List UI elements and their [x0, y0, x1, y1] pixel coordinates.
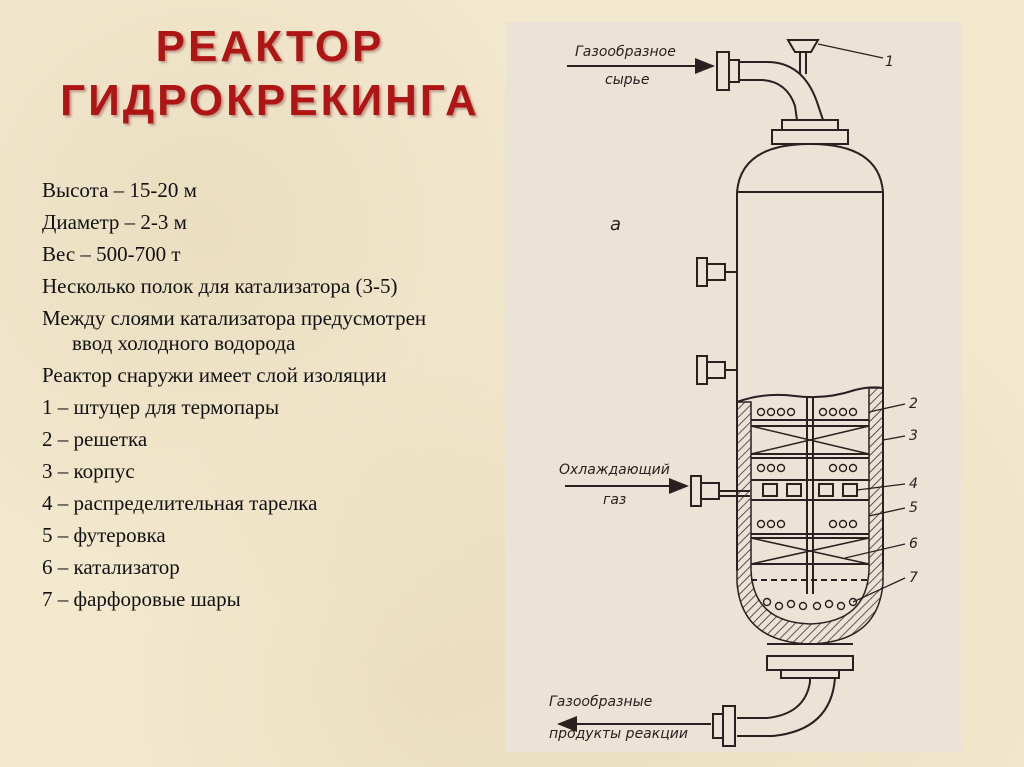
thermocouple-fitting — [786, 39, 820, 53]
legend-item-5: 5 – футеровка — [42, 523, 166, 547]
top-dome — [736, 142, 884, 193]
outlet-pipe — [737, 678, 811, 719]
callout-5: 5 — [909, 500, 918, 516]
cooling-label-2: газ — [603, 492, 626, 508]
section-letter: а — [610, 214, 621, 235]
slide-title: РЕАКТОР ГИДРОКРЕКИНГА — [60, 20, 480, 128]
facts-list: Высота – 15-20 м Диаметр – 2-3 м Вес – 5… — [42, 178, 462, 619]
fact-weight: Вес – 500-700 т — [42, 242, 181, 266]
callout-2: 2 — [909, 396, 918, 412]
lining-hatch — [736, 387, 884, 645]
fact-shelves: Несколько полок для катализатора (3-5) — [42, 274, 398, 298]
inlet-pipe — [739, 61, 824, 121]
inlet-flange — [716, 51, 730, 91]
inlet-label-1: Газообразное — [575, 44, 676, 60]
outlet-label-1: Газообразные — [549, 694, 652, 710]
outlet-flange — [722, 705, 736, 747]
fact-hydrogen-input: Между слоями катализатора предусмотрен в… — [42, 306, 427, 355]
legend-item-2: 2 – решетка — [42, 427, 148, 451]
legend-item-7: 7 – фарфоровые шары — [42, 587, 241, 611]
callout-1: 1 — [885, 54, 894, 70]
fact-diameter: Диаметр – 2-3 м — [42, 210, 187, 234]
legend-item-3: 3 – корпус — [42, 459, 135, 483]
cooling-gas-nozzle — [690, 475, 702, 507]
reactor-diagram: Газообразное сырье Охлаждающий газ Газоо… — [505, 22, 962, 752]
fact-height: Высота – 15-20 м — [42, 178, 197, 202]
callout-4: 4 — [909, 476, 918, 492]
legend-item-4: 4 – распределительная тарелка — [42, 491, 318, 515]
outlet-label-2: продукты реакции — [549, 726, 688, 742]
callout-6: 6 — [909, 536, 918, 552]
fact-insulation: Реактор снаружи имеет слой изоляции — [42, 363, 387, 387]
top-flange — [771, 129, 849, 145]
inlet-label-2: сырье — [605, 72, 650, 88]
legend-item-6: 6 – катализатор — [42, 555, 180, 579]
bottom-flange — [766, 655, 854, 671]
side-nozzle-upper — [696, 257, 708, 287]
callout-3: 3 — [909, 428, 918, 444]
cooling-label-1: Охлаждающий — [559, 462, 670, 478]
side-nozzle-lower — [696, 355, 708, 385]
reactor-svg: Газообразное сырье Охлаждающий газ Газоо… — [549, 39, 918, 747]
callout-7: 7 — [909, 570, 918, 586]
title-line-1: РЕАКТОР — [155, 22, 385, 71]
legend-item-1: 1 – штуцер для термопары — [42, 395, 280, 419]
title-line-2: ГИДРОКРЕКИНГА — [60, 76, 480, 125]
